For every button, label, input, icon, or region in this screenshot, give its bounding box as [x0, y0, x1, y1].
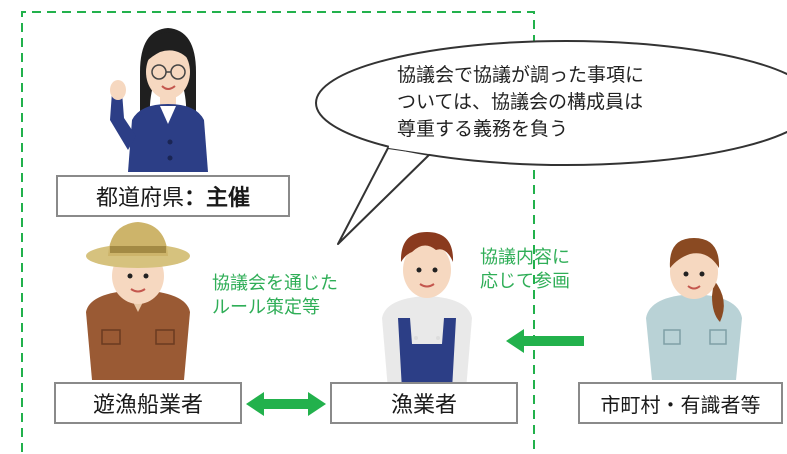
- rule-making-note: 協議会を通じた ルール策定等: [212, 272, 338, 320]
- rule-making-line-2: ルール策定等: [212, 297, 320, 318]
- bubble-line-1: 協議会で協議が調った事項に: [397, 64, 645, 86]
- prefecture-label-box: 都道府県 ： 主催: [56, 175, 290, 217]
- recreational-operator-figure: [86, 222, 190, 380]
- fisher-figure: [382, 232, 472, 390]
- prefecture-official-figure: [110, 28, 208, 172]
- council-dashed-frame: [21, 11, 535, 452]
- prefecture-role: 主催: [206, 186, 251, 211]
- municipality-expert-figure: [646, 238, 742, 380]
- speech-bubble: [315, 40, 787, 245]
- bubble-line-2: ついては、協議会の構成員は: [397, 91, 644, 113]
- fisher-box: 漁業者: [330, 382, 518, 424]
- participation-line-1: 協議内容に: [480, 247, 570, 268]
- recreational-operator-box: 遊漁船業者: [54, 382, 242, 424]
- bubble-text: 協議会で協議が調った事項に ついては、協議会の構成員は 尊重する義務を負う: [397, 62, 644, 143]
- prefecture-name: 都道府県: [95, 186, 184, 211]
- prefecture-separator: ：: [183, 186, 206, 211]
- participation-note: 協議内容に 応じて参画: [480, 246, 570, 294]
- two-way-arrow: [246, 392, 326, 416]
- municipality-expert-box: 市町村・有識者等: [578, 382, 783, 424]
- participation-line-2: 応じて参画: [480, 271, 570, 292]
- participation-arrow: [506, 329, 584, 353]
- rule-making-line-1: 協議会を通じた: [212, 273, 338, 294]
- bubble-line-3: 尊重する義務を負う: [397, 118, 569, 140]
